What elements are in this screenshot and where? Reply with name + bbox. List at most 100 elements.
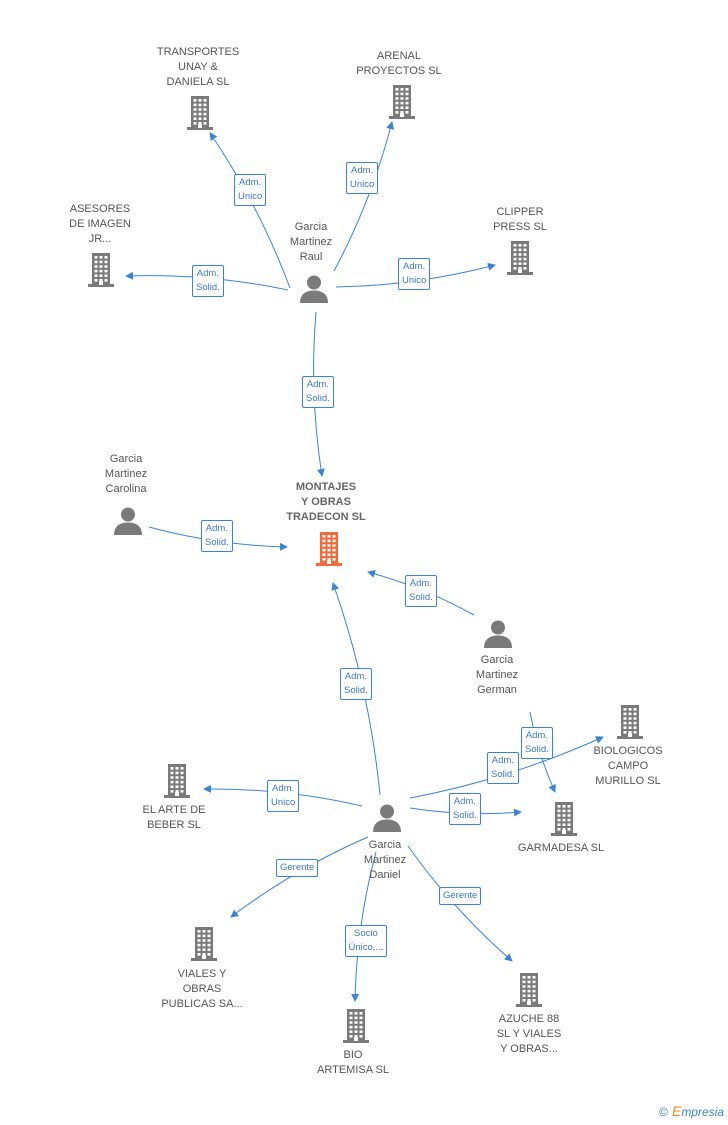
node-label-bio[interactable]: BIO ARTEMISA SL: [308, 1048, 398, 1078]
node-label-line: BIO: [343, 1049, 363, 1061]
edge-label-text: Solid.: [453, 810, 477, 821]
node-label-line: TRANSPORTES: [156, 46, 240, 58]
edge-label-text: Adm.: [453, 796, 476, 807]
edge-label-text: Socio: [354, 928, 378, 939]
node-label-line: Martinez: [289, 236, 333, 248]
brand-rest: mpresia: [681, 1105, 724, 1119]
node-label-line: Garcia: [109, 453, 143, 465]
node-label-transportes[interactable]: TRANSPORTES UNAY & DANIELA SL: [143, 45, 253, 90]
person-icon[interactable]: [113, 506, 143, 541]
footer-brand: © Empresia: [659, 1103, 724, 1119]
edge-label-text: Adm.: [306, 379, 329, 390]
node-label-line: German: [477, 684, 517, 696]
node-label-line: EL ARTE DE: [142, 804, 206, 816]
node-label-line: Garcia: [480, 654, 514, 666]
copyright-symbol: ©: [659, 1105, 668, 1119]
node-label-line: PROYECTOS SL: [356, 65, 442, 77]
edge-label[interactable]: Adm.Solid.: [487, 752, 519, 784]
node-label-line: Garcia: [368, 839, 402, 851]
edge-label-text: Adm.: [239, 177, 262, 188]
building-icon[interactable]: [340, 1008, 372, 1049]
node-label-line: UNAY &: [178, 61, 218, 73]
node-label-garmadesa[interactable]: GARMADESA SL: [506, 841, 616, 856]
building-icon[interactable]: [504, 240, 536, 281]
edge-label-text: Solid.: [525, 744, 549, 755]
edge-label-text: Adm.: [403, 261, 426, 272]
edge-label-text: Solid.: [344, 685, 368, 696]
node-label-line: GARMADESA SL: [517, 842, 605, 854]
edge-raul-transportes: [209, 132, 291, 289]
person-icon[interactable]: [299, 274, 329, 309]
edge-label[interactable]: Adm.Unico: [346, 162, 379, 194]
edge-label[interactable]: Adm. Solid.: [405, 575, 437, 607]
node-label-line: Y OBRAS...: [500, 1043, 558, 1055]
node-label-montajes[interactable]: MONTAJES Y OBRAS TRADECON SL: [271, 480, 381, 525]
brand-logo: Empresia: [672, 1103, 724, 1119]
node-label-line: DE IMAGEN: [69, 218, 131, 230]
person-icon[interactable]: [372, 803, 402, 838]
edge-label-text: Solid.: [205, 537, 229, 548]
edge-label-text: Unico: [402, 275, 427, 286]
edge-label-text: Solid.: [306, 393, 330, 404]
edge-label-text: Solid.: [409, 592, 433, 603]
node-label-line: Martinez: [104, 468, 148, 480]
building-icon[interactable]: [188, 926, 220, 967]
node-label-line: DANIELA SL: [166, 76, 230, 88]
node-label-line: Carolina: [105, 483, 147, 495]
building-icon[interactable]: [513, 972, 545, 1013]
building-icon[interactable]: [313, 531, 345, 572]
node-label-line: MONTAJES: [295, 481, 357, 493]
edge-label-text: Adm.: [491, 755, 514, 766]
edge-label[interactable]: Adm.Solid.: [340, 668, 372, 700]
edge-label-text: Adm.: [196, 268, 219, 279]
node-label-line: ARTEMISA SL: [317, 1064, 389, 1076]
edge-label-text: Solid.: [196, 282, 220, 293]
edge-label[interactable]: Gerente: [276, 859, 319, 877]
building-icon[interactable]: [161, 763, 193, 804]
edge-label-text: Adm.: [351, 165, 374, 176]
edge-label[interactable]: Adm. Solid.: [192, 265, 224, 297]
edge-label-text: Unico: [271, 797, 296, 808]
edge-label[interactable]: Adm. Solid.: [201, 520, 233, 552]
edge-label[interactable]: Adm. Unico: [398, 258, 431, 290]
building-icon[interactable]: [614, 704, 646, 745]
edge-label[interactable]: Adm. Unico: [234, 174, 267, 206]
edge-label[interactable]: Gerente: [439, 887, 482, 905]
edge-label-text: Adm.: [272, 783, 295, 794]
edge-label[interactable]: Adm. Unico: [267, 780, 300, 812]
node-label-line: Y OBRAS: [301, 496, 351, 508]
edge-label[interactable]: Adm. Solid.: [449, 793, 481, 825]
node-label-line: PUBLICAS SA...: [161, 998, 243, 1010]
building-icon[interactable]: [548, 801, 580, 842]
person-icon[interactable]: [483, 619, 513, 654]
edge-label-text: Unico: [238, 191, 263, 202]
edge-label-text: Adm.: [409, 578, 432, 589]
node-label-line: JR...: [88, 233, 112, 245]
edge-label[interactable]: Adm. Solid.: [521, 727, 553, 759]
node-label-line: BIOLOGICOS: [593, 745, 663, 757]
edge-label[interactable]: Adm. Solid.: [302, 376, 334, 408]
edge-label-text: Adm.: [205, 523, 228, 534]
building-icon[interactable]: [386, 84, 418, 125]
node-label-arenal[interactable]: ARENAL PROYECTOS SL: [344, 49, 454, 79]
node-label-line: Daniel: [369, 869, 401, 881]
edge-label-text: Gerente: [280, 862, 315, 873]
building-icon[interactable]: [184, 95, 216, 136]
edge-label-text: Adm.: [525, 730, 548, 741]
building-icon[interactable]: [85, 252, 117, 293]
node-label-line: Martinez: [475, 669, 519, 681]
node-label-line: ARENAL: [376, 50, 422, 62]
edge-raul-arenal: [333, 121, 395, 272]
node-label-line: TRADECON SL: [286, 511, 366, 523]
